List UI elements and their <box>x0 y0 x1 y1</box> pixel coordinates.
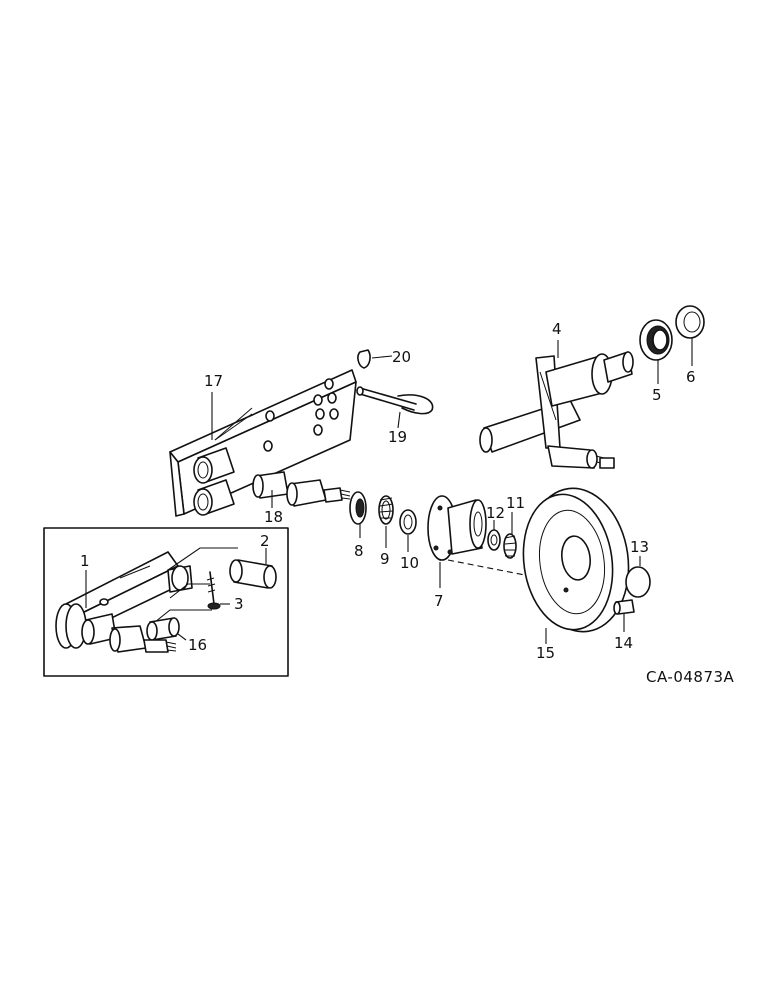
callout-16: 16 <box>188 636 207 654</box>
callout-5: 5 <box>652 386 662 404</box>
axle-arm <box>479 340 634 469</box>
callout-11: 11 <box>506 494 525 512</box>
callout-18: 18 <box>264 508 283 526</box>
retaining-ring <box>675 305 705 366</box>
callout-4: 4 <box>552 320 562 338</box>
callout-1: 1 <box>80 552 90 570</box>
callout-19: 19 <box>388 428 407 446</box>
callout-9: 9 <box>380 550 390 568</box>
mounting-plate <box>169 369 357 517</box>
reference-code: CA-04873A <box>646 668 735 686</box>
spindle <box>252 471 351 507</box>
bearing-cup <box>399 509 417 552</box>
bearing-cone <box>378 495 394 548</box>
callout-17: 17 <box>204 372 223 390</box>
bearing-cup-small <box>487 520 501 551</box>
bearing-cone-small <box>503 512 517 559</box>
callout-3: 3 <box>234 595 244 613</box>
callout-7: 7 <box>434 592 444 610</box>
callout-2: 2 <box>260 532 270 550</box>
hub <box>427 495 541 588</box>
bearing-assembly <box>639 319 673 384</box>
callout-13: 13 <box>630 538 649 556</box>
lock-pin <box>356 386 434 429</box>
callout-15: 15 <box>536 644 555 662</box>
callout-8: 8 <box>354 542 364 560</box>
hair-pin-clip <box>357 349 393 369</box>
callout-6: 6 <box>686 368 696 386</box>
callout-14: 14 <box>614 634 633 652</box>
inset-box <box>43 527 289 677</box>
wheel-rim <box>522 487 630 644</box>
callout-10: 10 <box>400 554 419 572</box>
hub-cap <box>625 556 651 598</box>
seal <box>349 491 367 538</box>
wheel-stud <box>613 599 635 632</box>
callout-12: 12 <box>486 504 505 522</box>
callout-20: 20 <box>392 348 411 366</box>
